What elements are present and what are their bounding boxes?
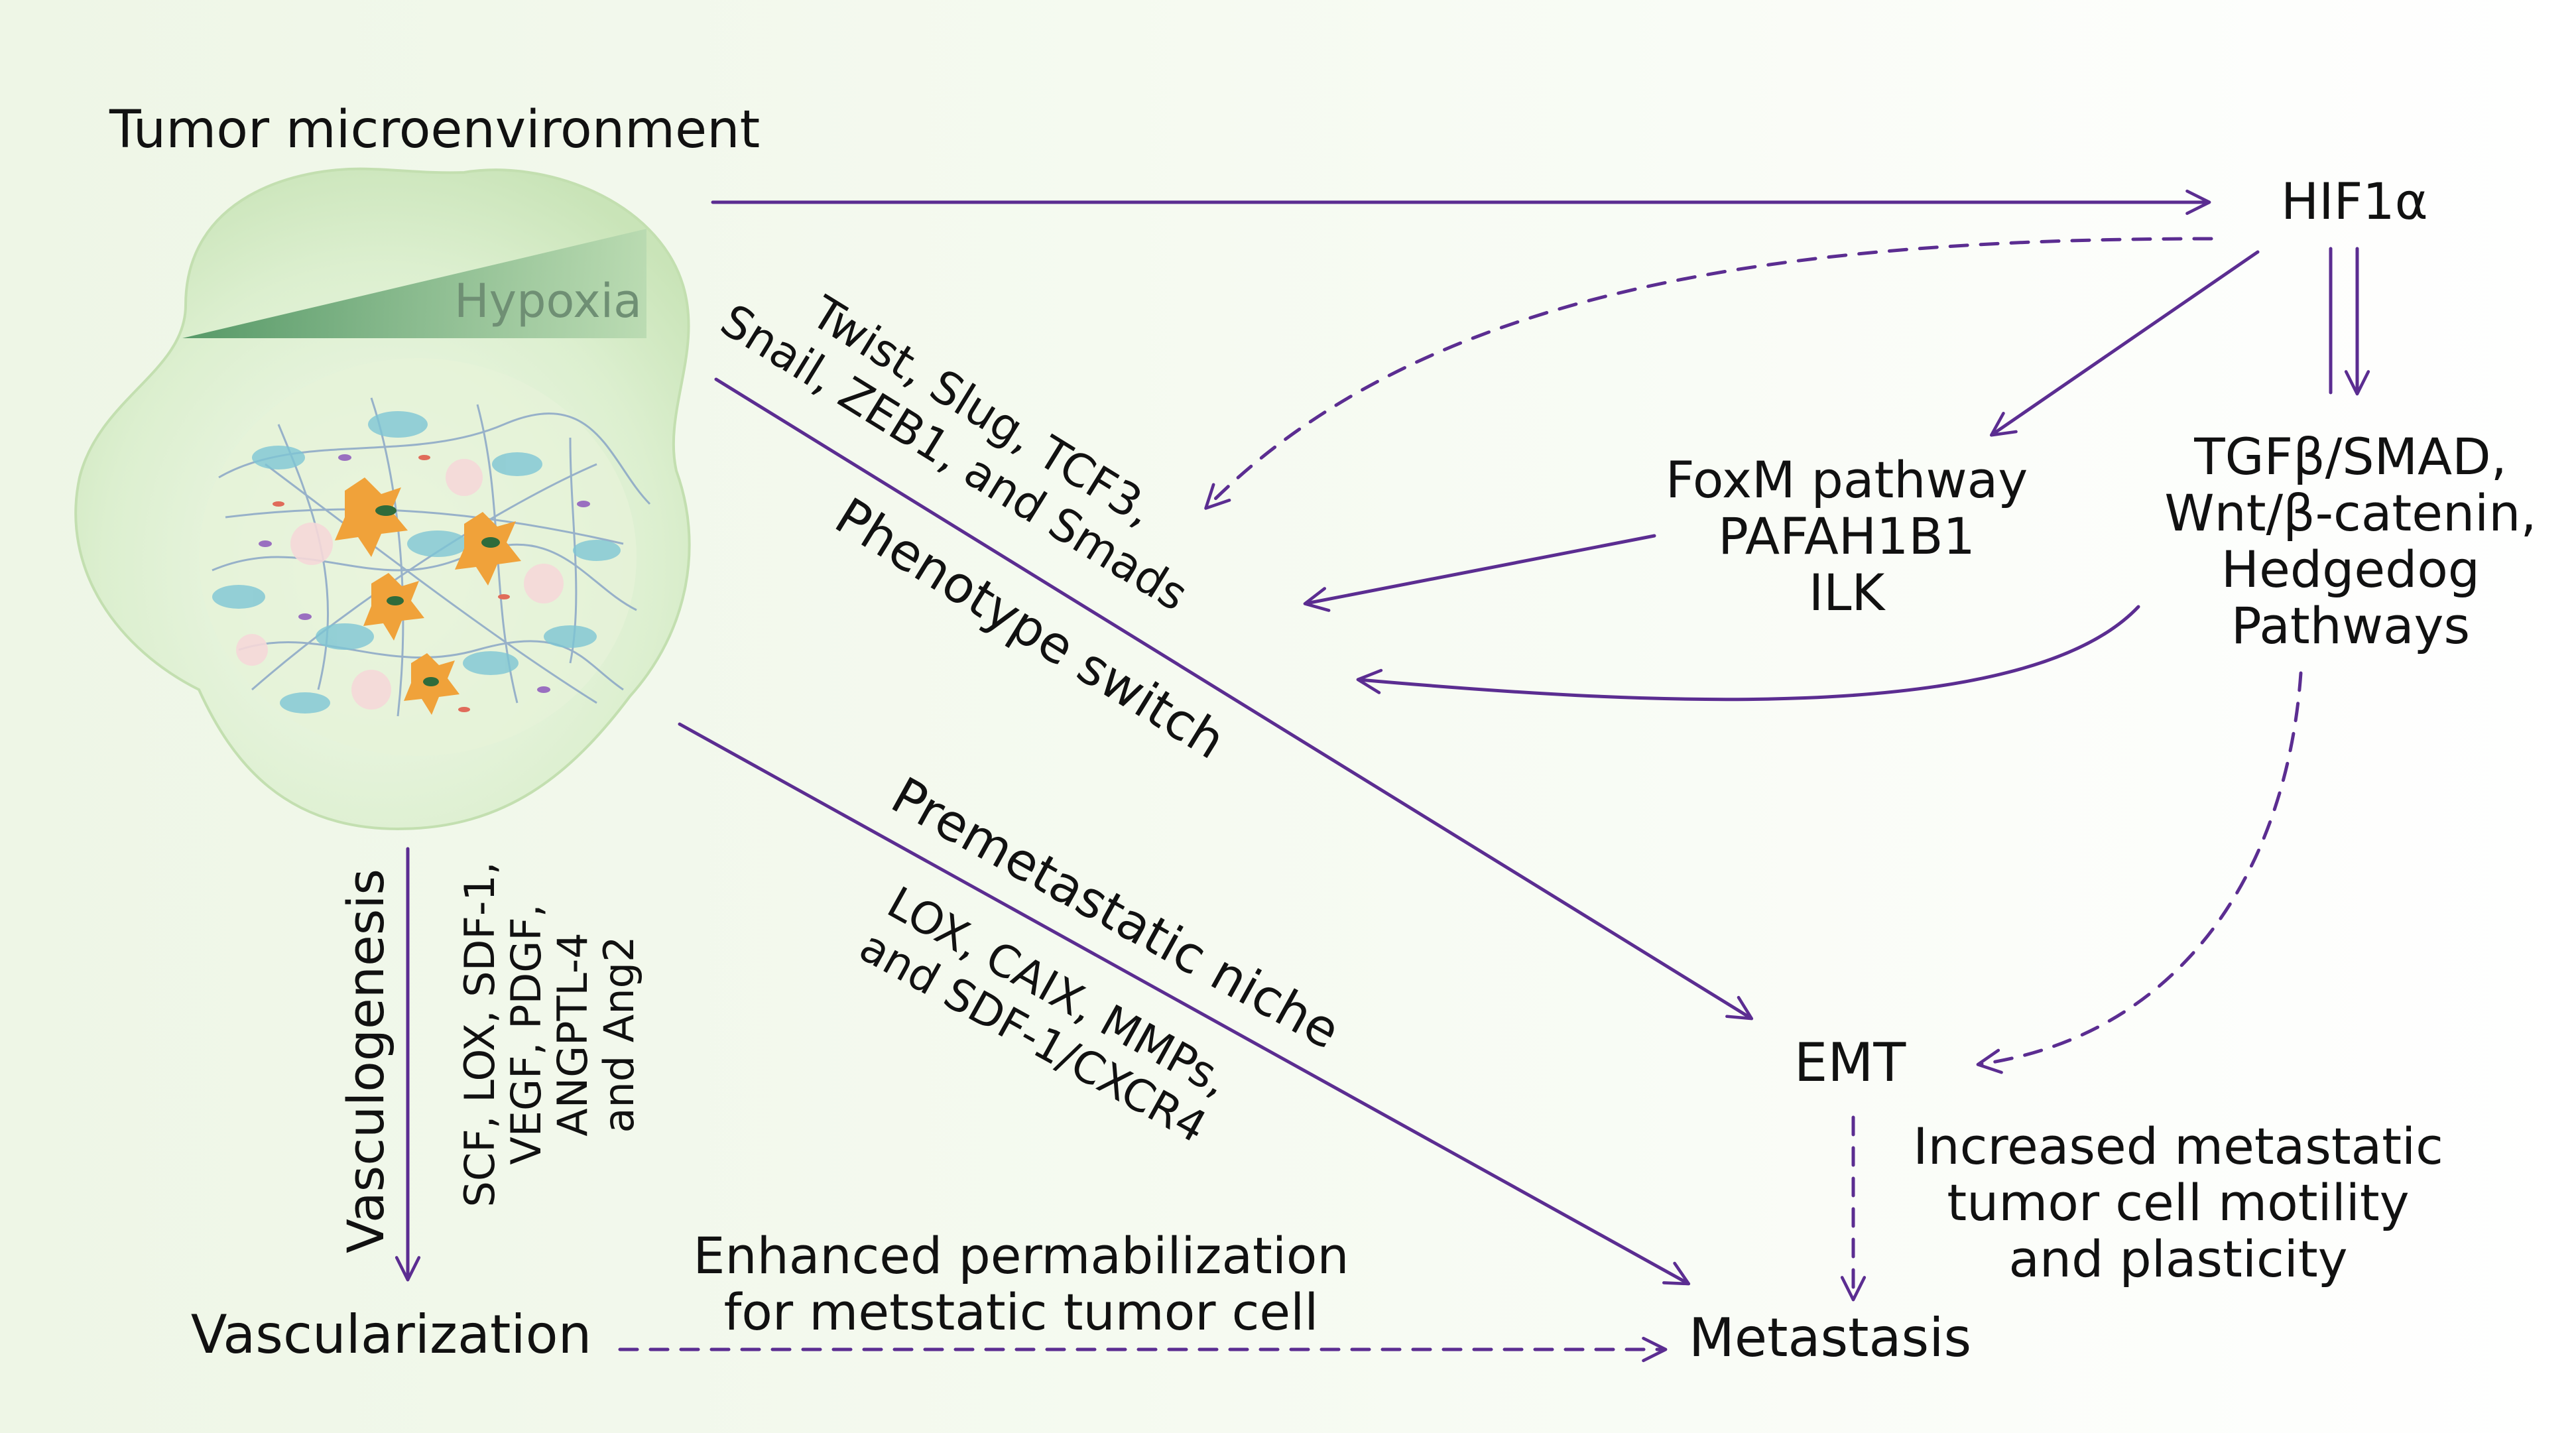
label-motility-line-1: Increased metastatic: [1913, 1117, 2443, 1176]
node-tgf-line-4: Pathways: [2231, 596, 2470, 655]
node-tgf-line-2: Wnt/β-catenin,: [2164, 483, 2536, 542]
arrow-tgf-to-emt: [1976, 671, 2303, 1074]
node-foxm-line-1: FoxM pathway: [1666, 450, 2028, 509]
node-emt: EMT: [1794, 1032, 1907, 1093]
label-motility: Increased metastatic tumor cell motility…: [1913, 1117, 2443, 1288]
node-foxm: FoxM pathway PAFAH1B1 ILK: [1666, 450, 2028, 622]
label-motility-line-3: and plasticity: [2008, 1229, 2347, 1288]
label-vasculogenesis: Vasculogenesis: [336, 869, 395, 1253]
arrow-tumor-to-emt: [714, 377, 1754, 1021]
label-vascular-factors: SCF, LOX, SDF-1, VEGF, PDGF, ANGPTL-4 an…: [456, 861, 643, 1207]
node-tgf-line-3: Hedgedog: [2221, 540, 2480, 599]
node-foxm-line-3: ILK: [1809, 563, 1886, 622]
node-foxm-line-2: PAFAH1B1: [1718, 507, 1975, 566]
node-hif1a: HIF1α: [2281, 172, 2428, 231]
arrow-foxm-to-factors: [1303, 534, 1656, 612]
label-permeabilization-line-1: Enhanced permabilization: [693, 1226, 1349, 1285]
label-permeabilization-line-2: for metstatic tumor cell: [724, 1282, 1319, 1341]
arrow-tgf-to-factors: [1356, 605, 2140, 702]
label-vascular-factors-line-2: VEGF, PDGF,: [502, 904, 550, 1164]
node-tgf: TGFβ/SMAD, Wnt/β-catenin, Hedgedog Pathw…: [2164, 427, 2536, 655]
node-tgf-line-1: TGFβ/SMAD,: [2193, 427, 2507, 486]
arrow-hif-to-foxm: [1989, 250, 2260, 437]
node-vascularization: Vascularization: [191, 1304, 592, 1365]
arrow-hif-to-factors: [1204, 237, 2213, 510]
hypoxia-label: Hypoxia: [454, 274, 642, 328]
hypoxia-gradient: [182, 229, 646, 338]
label-permeabilization: Enhanced permabilization for metstatic t…: [693, 1226, 1349, 1341]
tumor-microenvironment-title: Tumor microenvironment: [109, 100, 760, 160]
label-vasculogenesis-text: Vasculogenesis: [336, 869, 395, 1253]
label-vascular-factors-line-1: SCF, LOX, SDF-1,: [456, 861, 504, 1207]
label-vascular-factors-line-4: and Ang2: [595, 936, 643, 1133]
label-vascular-factors-line-3: ANGPTL-4: [548, 932, 597, 1136]
arrow-tumor-to-metastasis: [678, 722, 1691, 1286]
label-motility-line-2: tumor cell motility: [1947, 1173, 2409, 1232]
node-metastasis: Metastasis: [1689, 1307, 1971, 1369]
